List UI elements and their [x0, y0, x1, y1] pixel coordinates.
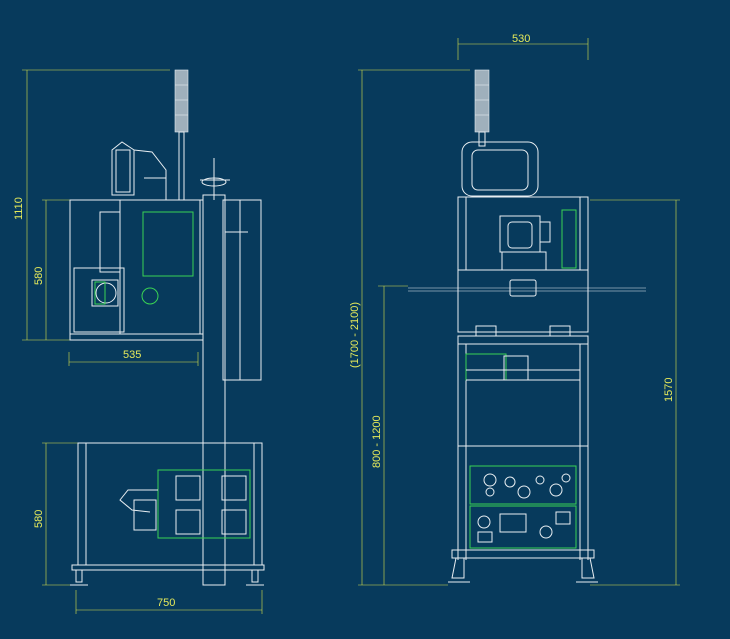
side-view: 1110 580 535 580 750	[13, 69, 265, 614]
lower-frame	[70, 442, 265, 586]
dim-bottom-module-depth: 750	[157, 597, 175, 609]
front-table	[408, 269, 646, 345]
dim-bottom-module-height: 580	[33, 510, 45, 528]
dim-adjustable-height: (1700 - 2100)	[349, 302, 361, 368]
dim-table-height: 800 - 1200	[371, 415, 383, 468]
front-monitor	[461, 141, 539, 197]
upper-module	[69, 199, 204, 341]
dim-total-top-height: 1110	[13, 197, 25, 220]
front-dimension-lines	[358, 38, 680, 586]
dim-top-module-depth: 535	[123, 349, 141, 361]
side-dimension-lines	[22, 69, 263, 614]
column	[202, 194, 262, 586]
handwheel	[200, 158, 230, 200]
front-base	[448, 549, 598, 583]
monitor	[111, 141, 167, 200]
front-signal-tower	[474, 69, 490, 147]
dim-top-module-height: 580	[33, 267, 45, 285]
signal-tower	[174, 69, 189, 201]
front-middle-frame	[457, 344, 589, 560]
front-view: 530 (1700 - 2100) 800 - 1200 1570	[349, 33, 680, 586]
front-upper-housing	[457, 196, 589, 271]
front-control-cabinet	[469, 465, 577, 549]
dim-width: 530	[512, 33, 530, 45]
dim-cabinet-height: 1570	[663, 378, 675, 402]
